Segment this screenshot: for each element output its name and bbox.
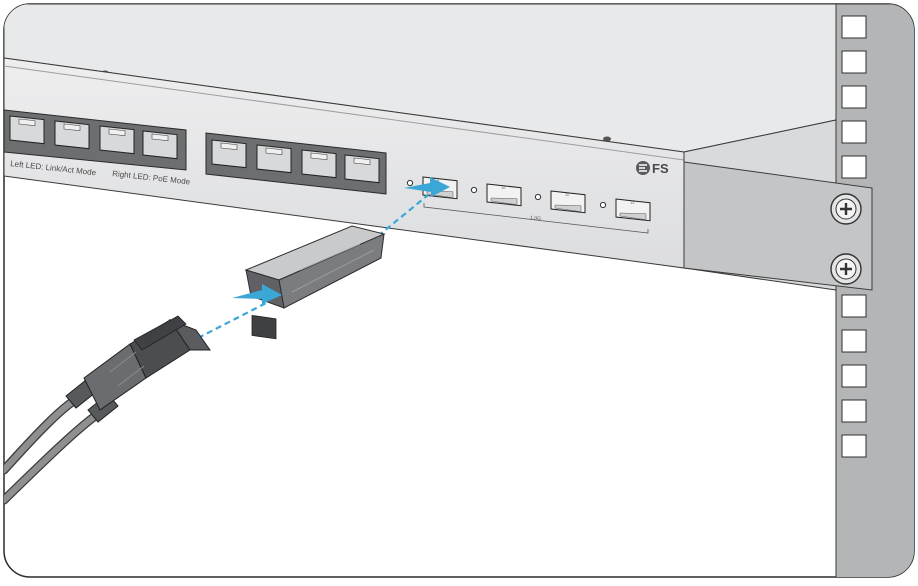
rj45-port — [99, 125, 135, 155]
lc-connector — [65, 315, 211, 423]
sfp-port: 12 — [615, 198, 651, 222]
rack-screw-icon — [830, 253, 862, 285]
rj45-port — [256, 144, 292, 174]
top-screw-hole — [603, 136, 611, 142]
rack-screw-icon — [830, 193, 862, 225]
rj45-port — [54, 120, 90, 150]
rack-hole — [841, 15, 867, 39]
rack-hole — [841, 294, 867, 318]
port-led — [534, 193, 542, 201]
sfp-port-number: 10 — [501, 185, 506, 190]
rack-hole — [841, 399, 867, 423]
sfp-port-number: 11 — [565, 192, 570, 197]
rack-ear-plate — [683, 161, 873, 291]
guide-line-cable — [197, 299, 273, 339]
sfp-port: 11 — [550, 190, 586, 214]
brand-logo-text: FS — [652, 161, 669, 176]
sfp-group-label: 1 0G — [530, 215, 542, 222]
rack-hole — [841, 50, 867, 74]
rj45-port — [142, 130, 178, 160]
rj45-port — [211, 139, 247, 169]
sfp-port: 10 — [486, 183, 522, 207]
rack-rail-holes — [841, 15, 867, 458]
rack-hole — [841, 85, 867, 109]
sfp-port-number: 12 — [630, 200, 635, 205]
insert-arrow-icon — [232, 284, 282, 304]
sfp-port-number: 9 — [437, 178, 440, 183]
rj45-port — [344, 154, 380, 184]
rj45-port-block — [4, 109, 187, 171]
fs-logo-icon — [636, 161, 650, 175]
port-led — [406, 179, 414, 187]
rack-hole — [841, 329, 867, 353]
sfp-group-bracket — [423, 203, 649, 234]
rj45-port — [301, 149, 337, 179]
rj45-port — [9, 115, 45, 145]
insert-arrow-icon — [404, 177, 450, 197]
rack-hole — [841, 364, 867, 388]
rj45-ports — [9, 115, 380, 184]
fiber-cable — [4, 396, 79, 474]
front-bevel — [4, 65, 685, 161]
rj45-port-block — [205, 132, 387, 195]
port-led — [470, 186, 478, 194]
rack-hole — [841, 155, 867, 179]
fiber-cable — [4, 410, 102, 504]
guide-line-module — [377, 194, 429, 237]
port-led — [599, 201, 607, 209]
rack-hole — [841, 120, 867, 144]
rack-hole — [841, 434, 867, 458]
